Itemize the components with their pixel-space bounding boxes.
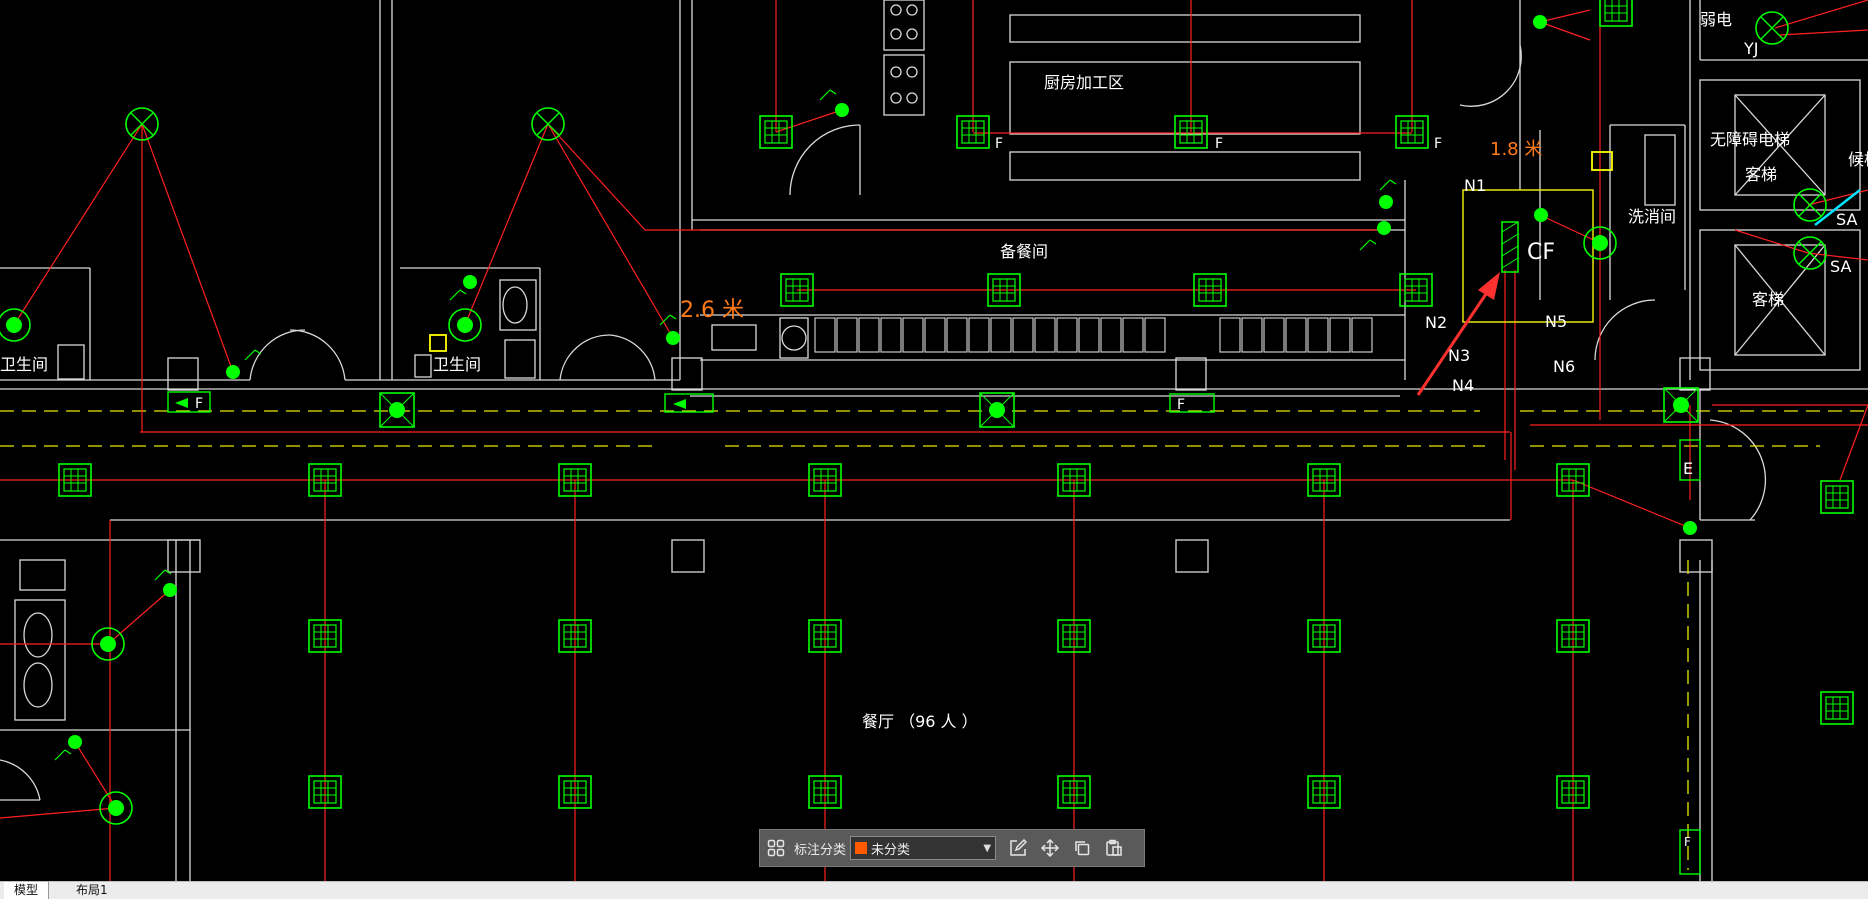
cf-highlight-box[interactable] — [1462, 189, 1594, 323]
move-icon[interactable] — [1034, 833, 1066, 863]
edit-icon[interactable] — [1002, 833, 1034, 863]
dimension-1-8m[interactable]: 1.8 米 — [1490, 139, 1542, 160]
tag-e: E — [1683, 459, 1693, 478]
exit-markers — [167, 391, 1701, 875]
tag-n3: N3 — [1448, 346, 1470, 365]
label-elevator-edge: 候梯 — [1848, 150, 1868, 169]
tag-sa-2: SA — [1830, 257, 1851, 276]
wiring — [0, 0, 1868, 881]
grid-light-fixtures — [58, 0, 1854, 809]
annotation-arrow[interactable] — [1416, 272, 1500, 396]
tag-n5: N5 — [1545, 312, 1567, 331]
tag-n4: N4 — [1452, 376, 1474, 395]
label-toilet-left: 卫生间 — [0, 355, 48, 374]
tag-f-6: F — [1684, 835, 1691, 849]
panel-symbol — [429, 334, 447, 352]
dashed-lines — [0, 410, 1868, 870]
tag-f-3: F — [1434, 136, 1442, 152]
category-color-swatch — [855, 842, 868, 854]
layout-tab-bar: 模型 布局1 — [0, 881, 1868, 899]
category-label: 标注分类 — [794, 842, 847, 858]
label-kitchen: 厨房加工区 — [1044, 73, 1124, 92]
category-dropdown[interactable]: 未分类 ▼ — [850, 836, 997, 860]
switch-symbols — [54, 89, 1397, 761]
category-selected-value: 未分类 — [871, 842, 911, 858]
tag-cf: CF — [1527, 240, 1555, 265]
label-dining: 餐厅 （96 人 ） — [862, 712, 978, 731]
tag-yj: YJ — [1743, 39, 1759, 58]
dimension-2-6m[interactable]: 2.6 米 — [680, 298, 744, 323]
copy-icon[interactable] — [1066, 833, 1098, 863]
tab-model[interactable]: 模型 — [4, 882, 50, 899]
prep-equipment — [814, 317, 1373, 353]
label-accessible-elevator: 无障碍电梯 — [1710, 130, 1790, 149]
ceiling-square-fixtures — [379, 387, 1699, 428]
annotation-toolbar: 标注分类 未分类 ▼ — [759, 829, 1145, 867]
cad-drawing-canvas[interactable]: 厨房加工区 备餐间 卫生间 卫生间 洗消间 弱电 无障碍电梯 客梯 客梯 候梯 … — [0, 0, 1868, 881]
cyan-marker — [1814, 189, 1861, 226]
tag-f-2: F — [1215, 136, 1223, 152]
downlight-fixtures — [0, 226, 1617, 825]
label-weak-elec: 弱电 — [1700, 10, 1732, 29]
paste-icon[interactable] — [1098, 833, 1130, 863]
chevron-down-icon: ▼ — [983, 842, 992, 854]
label-toilet-mid: 卫生间 — [433, 355, 481, 374]
tag-sa-1: SA — [1836, 210, 1857, 229]
walls — [0, 0, 1868, 881]
tag-n1: N1 — [1464, 176, 1486, 195]
tag-n2: N2 — [1425, 313, 1447, 332]
label-elevator-a: 客梯 — [1745, 165, 1777, 184]
tab-layout1[interactable]: 布局1 — [76, 883, 108, 897]
tag-f-4: F — [195, 396, 203, 412]
label-prep: 备餐间 — [1000, 242, 1048, 261]
tag-f-5: F — [1177, 397, 1185, 413]
label-elevator-b: 客梯 — [1752, 290, 1784, 309]
cf-duct — [1501, 221, 1519, 273]
grid-icon[interactable] — [760, 833, 792, 863]
tag-f-1: F — [995, 136, 1003, 152]
panel-symbol — [1591, 151, 1613, 171]
label-wash: 洗消间 — [1628, 207, 1676, 226]
tag-n6: N6 — [1553, 357, 1575, 376]
